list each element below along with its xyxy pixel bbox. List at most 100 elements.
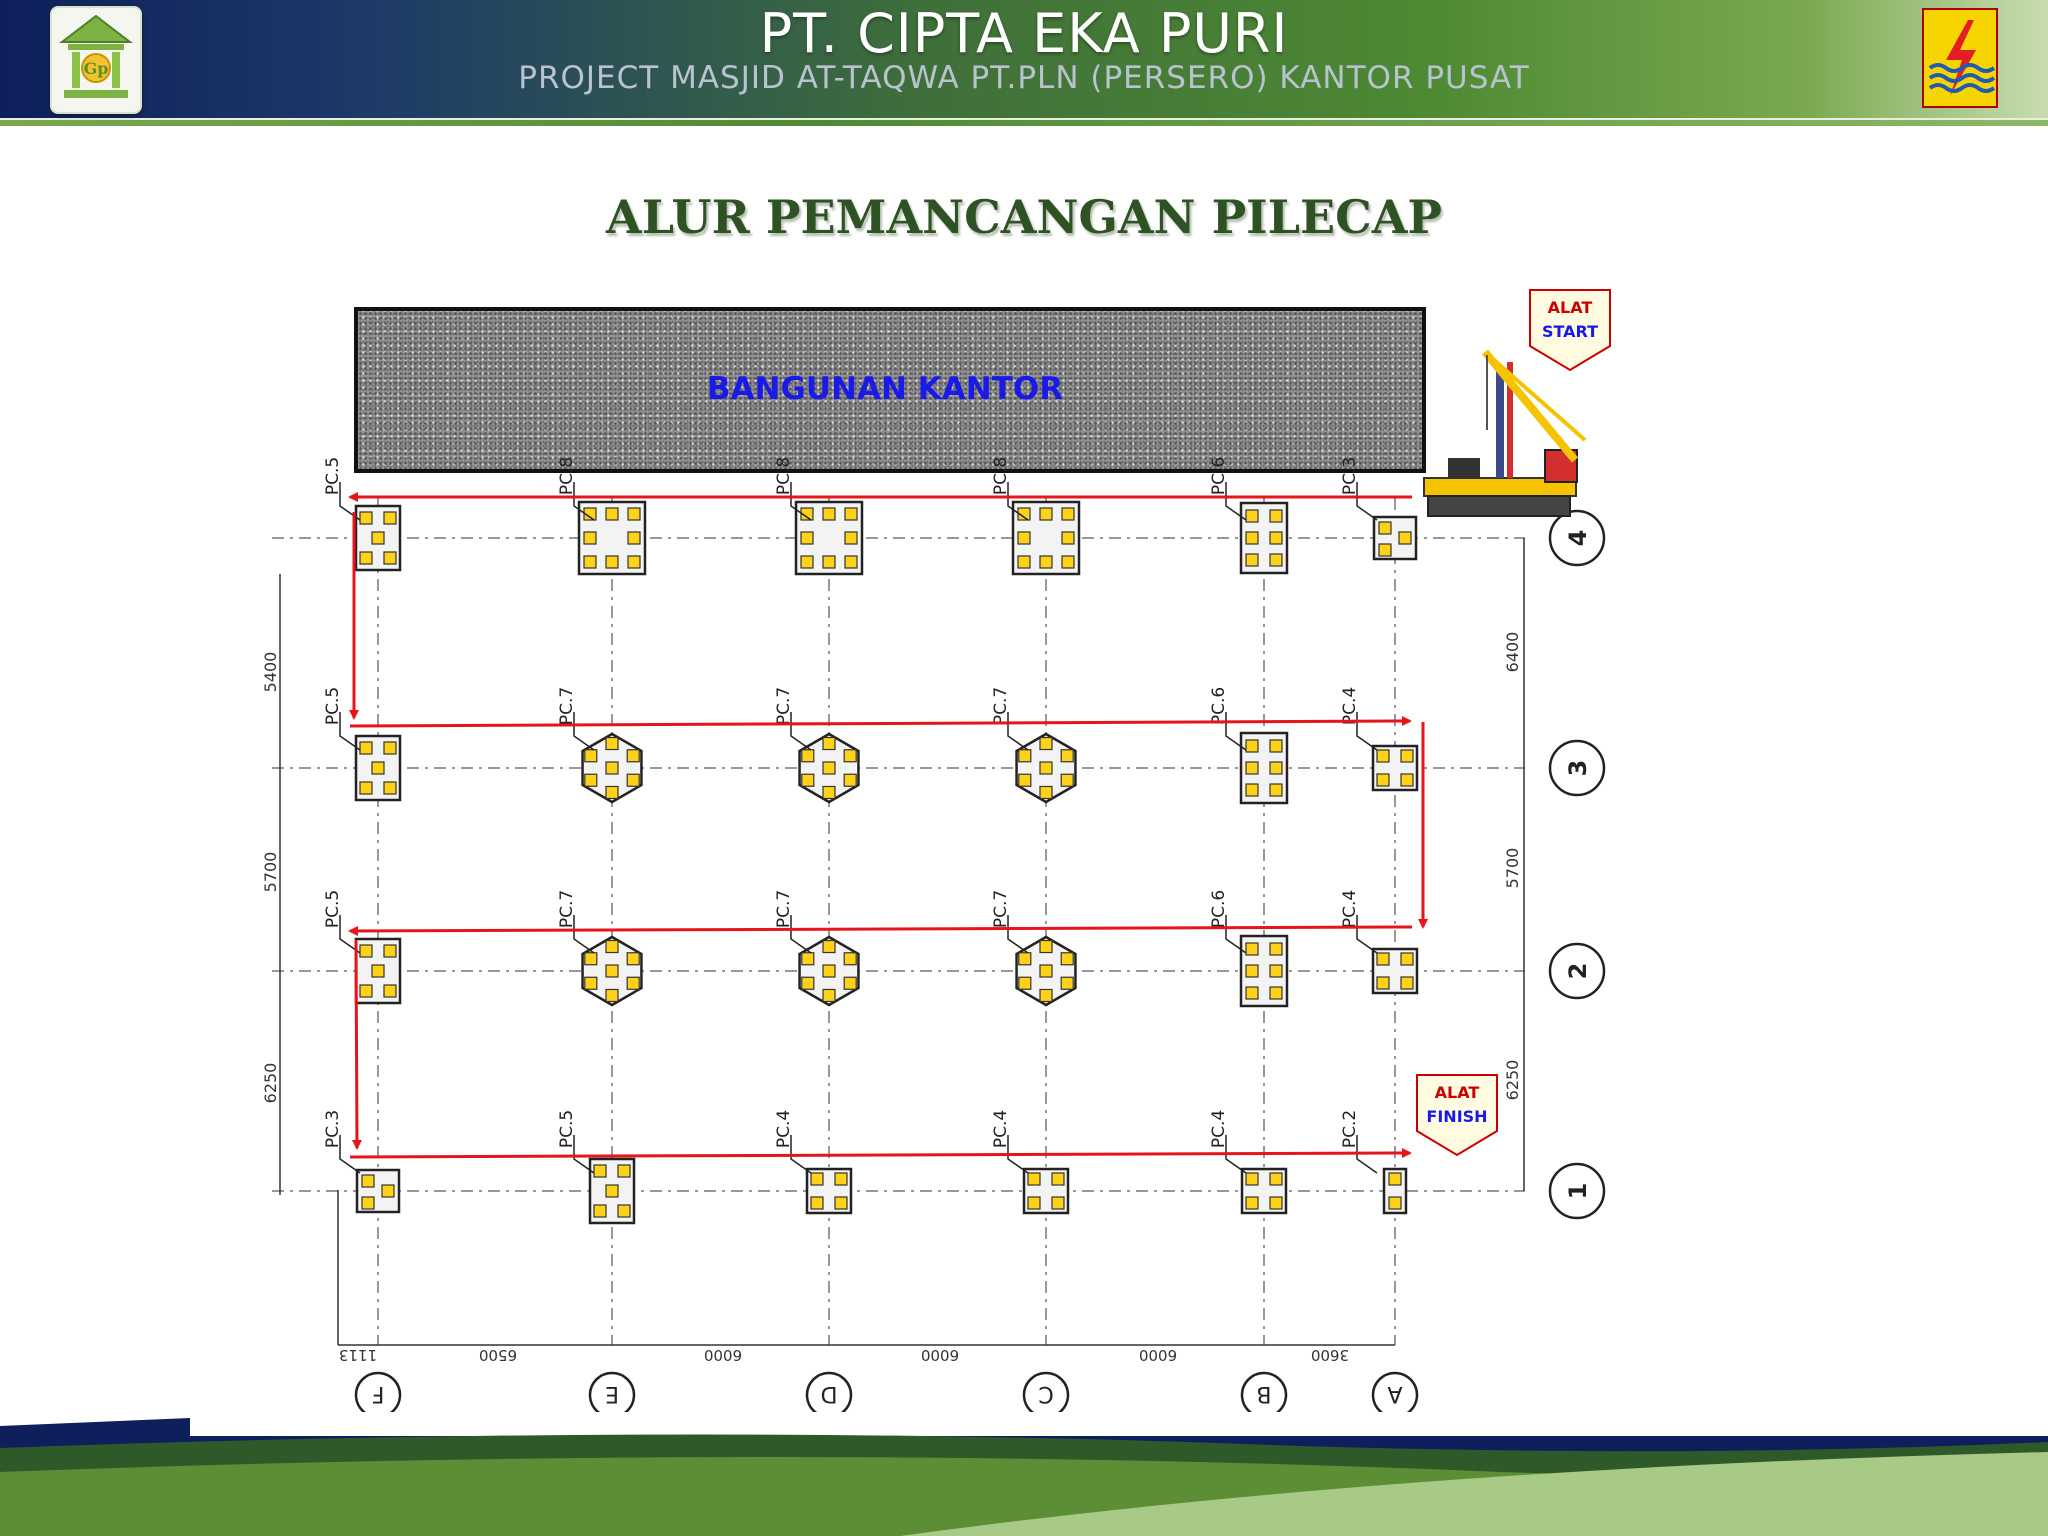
- pile: [383, 741, 397, 755]
- pilecap: [1382, 1167, 1408, 1215]
- leader-line: [1356, 915, 1378, 954]
- pile: [810, 1196, 824, 1210]
- pilecap-label: PC.7: [774, 687, 794, 725]
- pile: [800, 531, 814, 545]
- pile: [801, 749, 815, 763]
- pilecap: [1239, 731, 1289, 805]
- pile: [359, 781, 373, 795]
- row-spacing-label: 5700: [1503, 848, 1522, 889]
- pilecap-label: PC.5: [557, 1110, 577, 1148]
- row-label: 2: [1564, 963, 1592, 980]
- start-tag-line1: ALAT: [1547, 298, 1593, 317]
- pile: [1060, 749, 1074, 763]
- pile: [844, 507, 858, 521]
- pile: [617, 1204, 631, 1218]
- pilecap-label: PC.5: [323, 687, 343, 725]
- pile: [1027, 1172, 1041, 1186]
- pile: [627, 507, 641, 521]
- pile: [843, 773, 857, 787]
- column-marker: E: [588, 1371, 636, 1412]
- pilecap: [1371, 744, 1419, 792]
- pile: [1061, 531, 1075, 545]
- pile: [1378, 521, 1392, 535]
- pilecap: [354, 937, 402, 1005]
- pile: [822, 736, 836, 751]
- pile: [1060, 976, 1074, 990]
- start-tag-line2: START: [1541, 322, 1599, 341]
- leader-line: [790, 482, 812, 521]
- pile: [1027, 1196, 1041, 1210]
- finish-tag-line1: ALAT: [1434, 1083, 1480, 1102]
- pile: [1269, 1172, 1283, 1186]
- leader-line: [573, 482, 595, 521]
- pln-logo: [1922, 8, 1998, 108]
- leader-line: [339, 1135, 361, 1174]
- column-marker: A: [1371, 1371, 1419, 1412]
- pile: [371, 531, 385, 545]
- leader-line: [573, 712, 595, 751]
- pile: [1269, 783, 1283, 797]
- pile: [1245, 783, 1259, 797]
- pile: [1400, 952, 1414, 966]
- pilecap: [798, 935, 860, 1007]
- pile: [834, 1172, 848, 1186]
- pile: [371, 761, 385, 775]
- pilecap-label: PC.4: [1209, 1110, 1229, 1148]
- pile: [1061, 555, 1075, 569]
- pilecap: [355, 1168, 401, 1214]
- pile: [359, 984, 373, 998]
- pilecap-label: PC.7: [557, 687, 577, 725]
- finish-tag: ALAT FINISH: [1415, 1073, 1499, 1157]
- pilecap-label: PC.7: [774, 890, 794, 928]
- pile: [810, 1172, 824, 1186]
- pile: [593, 1204, 607, 1218]
- pile: [383, 781, 397, 795]
- flow-arrow: [348, 925, 1413, 936]
- pile: [1269, 964, 1283, 978]
- header-divider: [0, 118, 2048, 126]
- pile: [361, 1174, 375, 1188]
- lightning-logo-icon: [1928, 20, 1996, 96]
- leader-line: [1007, 1135, 1029, 1174]
- pile: [605, 1184, 619, 1198]
- pile: [822, 507, 836, 521]
- pile: [584, 976, 598, 990]
- row-spacing-label: 6400: [1503, 632, 1522, 673]
- row-spacing-label: 6250: [1503, 1060, 1522, 1101]
- flow-arrow: [351, 939, 362, 1150]
- pilecap: [1015, 732, 1077, 804]
- pile: [383, 511, 397, 525]
- pilecap-label: PC.5: [323, 457, 343, 495]
- row-spacing-label: 5400: [261, 652, 280, 693]
- pile: [1245, 739, 1259, 753]
- pile: [1269, 739, 1283, 753]
- pile: [371, 964, 385, 978]
- column-label: B: [1256, 1381, 1271, 1406]
- pilecap: [581, 732, 643, 804]
- column-marker: D: [805, 1371, 853, 1412]
- pilecap: [794, 500, 864, 576]
- column-label: C: [1038, 1381, 1053, 1406]
- pile: [359, 741, 373, 755]
- pile: [800, 507, 814, 521]
- leader-line: [339, 915, 361, 954]
- column-label: F: [372, 1381, 385, 1406]
- pile: [822, 964, 836, 978]
- pile: [1376, 976, 1390, 990]
- pilecap-label: PC.4: [774, 1110, 794, 1148]
- leader-line: [573, 915, 595, 954]
- column-spacing-label: 6000: [921, 1346, 959, 1364]
- pile: [583, 555, 597, 569]
- pile: [1018, 749, 1032, 763]
- leader-line: [1007, 482, 1029, 521]
- pile: [605, 736, 619, 751]
- pile: [1376, 749, 1390, 763]
- row-marker: 4: [1548, 509, 1606, 567]
- pilecap-label: PC.7: [991, 890, 1011, 928]
- leader-line: [1356, 1135, 1378, 1174]
- pile: [1051, 1196, 1065, 1210]
- pile: [1269, 1196, 1283, 1210]
- pile: [1017, 555, 1031, 569]
- pilecap: [1372, 515, 1418, 561]
- building-label: BANGUNAN KANTOR: [706, 371, 1064, 407]
